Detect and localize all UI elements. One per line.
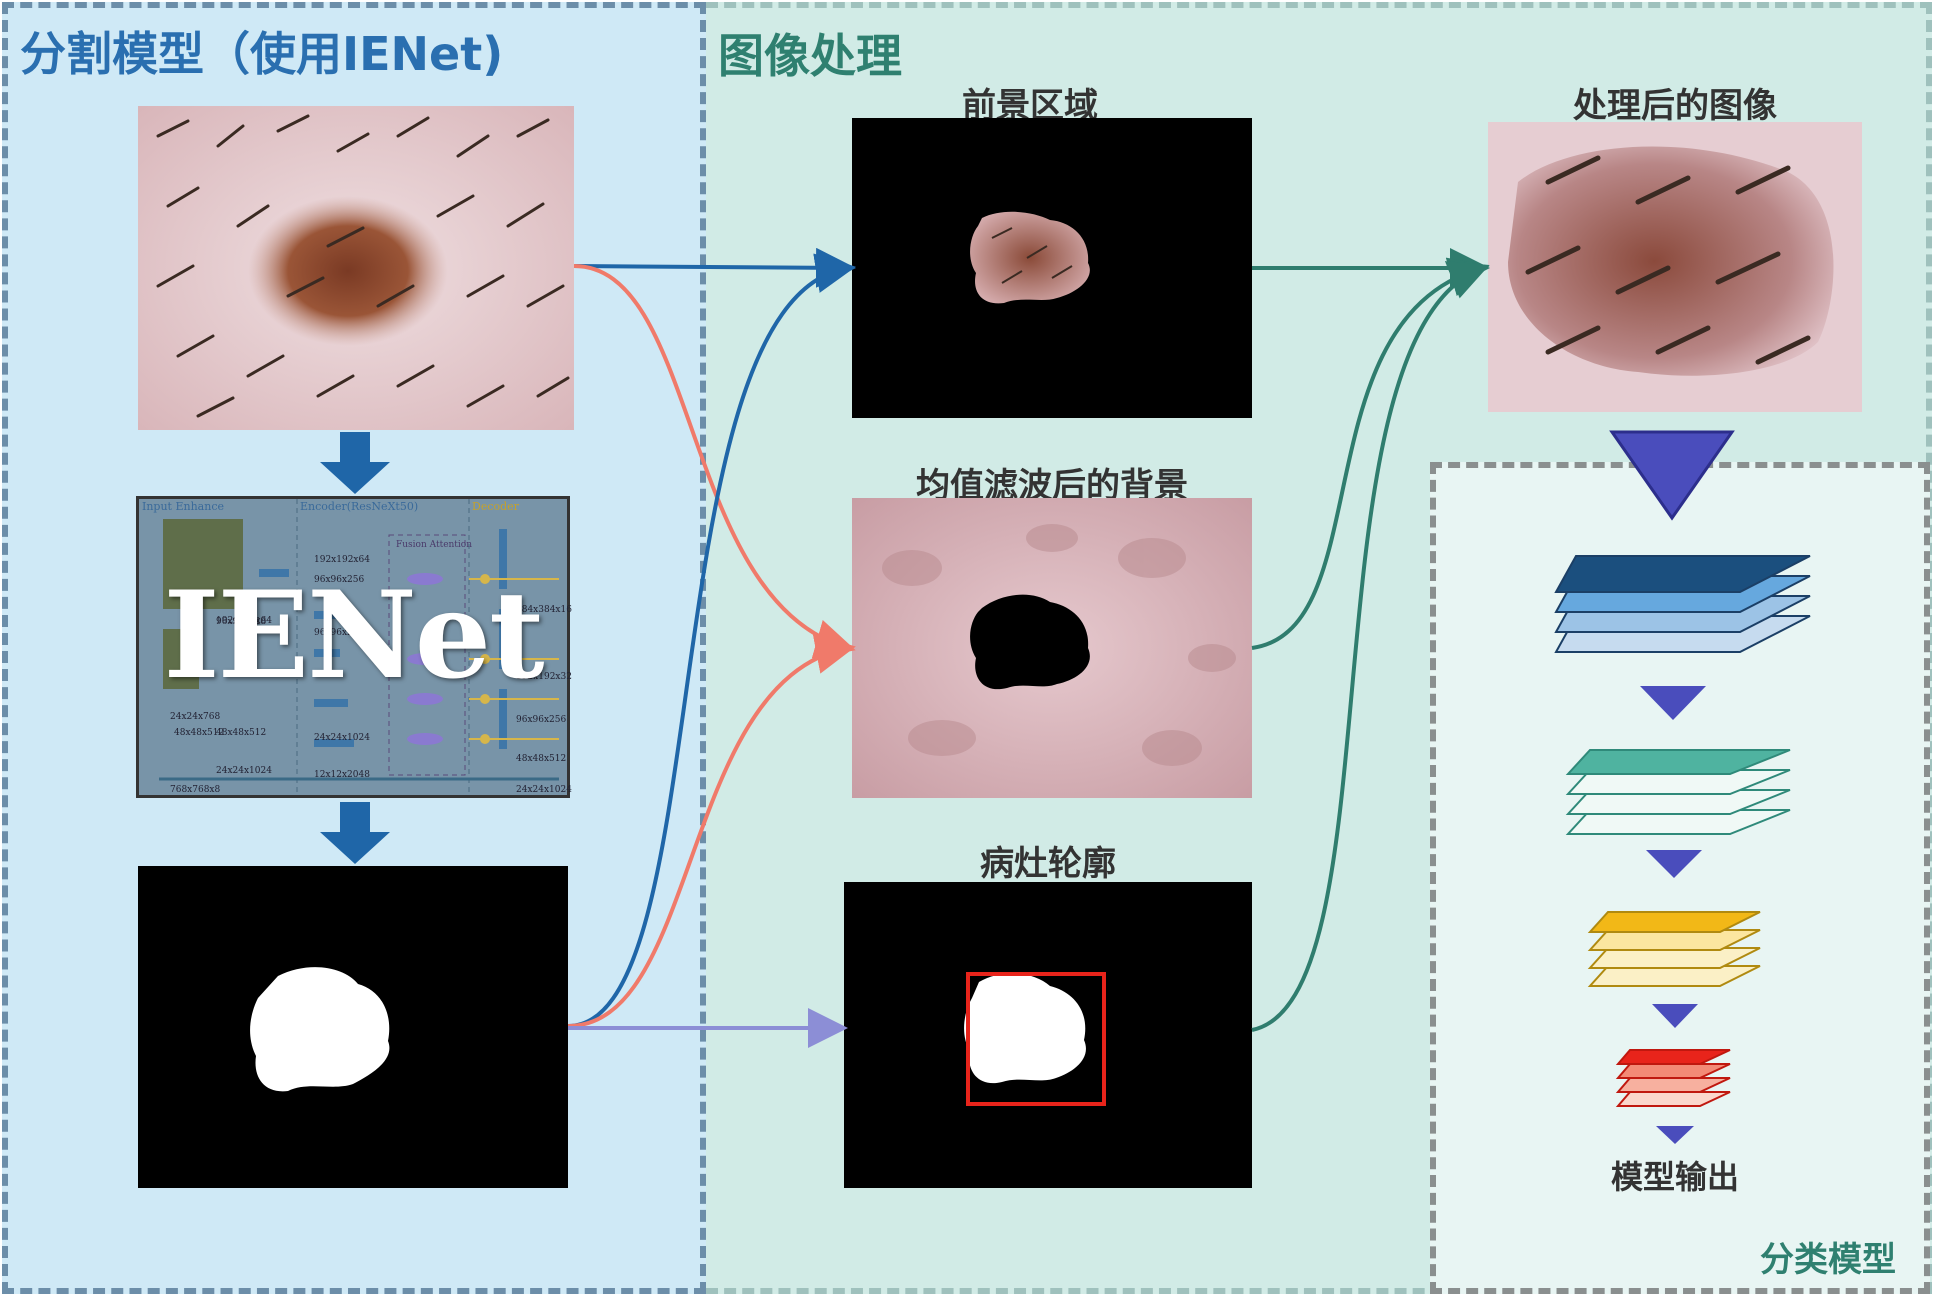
model-output-label: 模型输出 [1610,1158,1739,1196]
classification-model-diagram [1554,430,1811,1144]
ienet-dim: 768x768x8 [170,785,221,795]
processed-image-label: 处理后的图像 [1573,86,1777,126]
ienet-dim: 192x192x64 [216,616,272,626]
arrow-salmon-1 [573,264,856,659]
ienet-dim: 12x12x2048 [314,770,370,780]
ienet-dim: 384x384x16 [516,605,572,615]
triangle-icon [1609,430,1735,521]
ienet-dim: 192x192x64 [314,555,370,565]
filtered-background-image [852,498,1252,798]
ienet-fusion-label: Fusion Attention [396,540,473,550]
ienet-big-label: IENet [163,565,544,706]
triangle-icon [1652,1004,1698,1028]
down-arrow-icon [320,802,390,864]
contour-image [844,882,1252,1188]
down-arrow-icon [320,432,390,494]
classification-panel-title: 分类模型 [1760,1240,1896,1280]
ienet-dim: 96x96x256 [516,715,567,725]
ienet-dim: 192x192x32 [516,672,572,682]
ienet-dim: 24x24x1024 [314,733,370,743]
segmentation-mask-image [138,866,568,1188]
arrow-blue-2 [567,253,856,1028]
ienet-header-decoder: Decoder [472,500,519,513]
ienet-header-input: Input Enhance [142,500,224,513]
triangle-icon [1640,686,1706,720]
ienet-header-encoder: Encoder(ResNeXt50) [300,500,419,513]
arrow-blue-1 [573,247,856,288]
ienet-dim: 24x24x768 [170,712,221,722]
processing-panel-title: 图像处理 [718,29,902,83]
arrow-salmon-2 [567,634,856,1028]
ienet-architecture-image [136,496,570,798]
ienet-dim: 48x48x512 [516,754,567,764]
ienet-dim: 48x48x512 [174,728,225,738]
contour-label: 病灶轮廓 [980,844,1116,884]
ienet-dim: 96x96x256 [314,628,365,638]
ienet-dim: 24x24x1024 [216,766,272,776]
bounding-box [966,972,1106,1106]
segmentation-panel-title: 分割模型（使用IENet) [20,27,504,81]
foreground-image [852,118,1252,418]
triangle-icon [1656,1126,1694,1144]
ienet-dim: 48x48x512 [216,728,267,738]
input-skin-image [138,106,574,430]
ienet-dim: 24x24x1024 [516,785,572,795]
arrow-teal-3 [1251,261,1490,1032]
arrow-teal-2 [1251,257,1490,650]
processed-image [1488,122,1862,412]
triangle-icon [1646,850,1702,878]
ienet-dim: 96x96x256 [314,575,365,585]
ienet-dim: 96x96x128 [216,617,267,627]
